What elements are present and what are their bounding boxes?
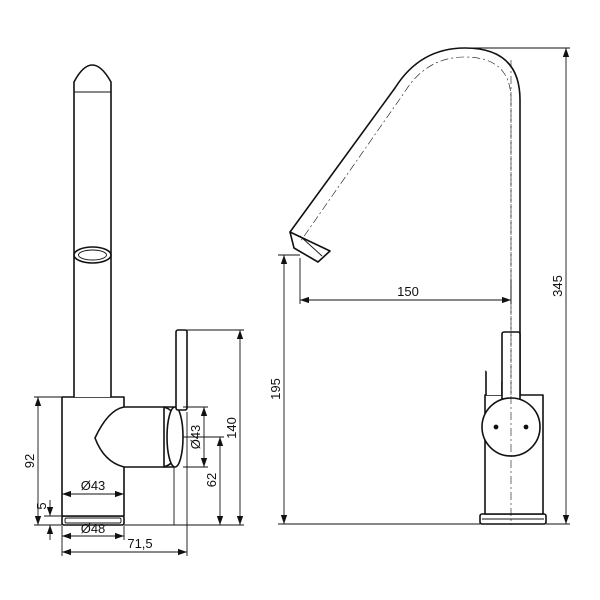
dim-140-label: 140	[224, 417, 239, 439]
dim-71-5-label: 71,5	[127, 536, 152, 551]
side-handle-dot-right	[523, 424, 529, 430]
front-handle-cylinder	[94, 406, 175, 468]
side-view	[289, 47, 547, 525]
side-spout-tip-line	[299, 235, 323, 257]
dim-150-label: 150	[397, 284, 419, 299]
dim-48-label: Ø48	[81, 521, 106, 536]
front-aerator-inner	[78, 249, 107, 261]
front-spout-tube	[73, 64, 112, 398]
front-aerator	[73, 246, 112, 264]
dim-5-label: 5	[34, 502, 49, 509]
side-dimensions: 195 150 345	[268, 47, 570, 525]
dim-body-43-label: Ø43	[81, 478, 106, 493]
dim-62-label: 62	[204, 473, 219, 487]
front-dimensions: 92 5 Ø43 Ø48 71,5 Ø43 62 140	[22, 329, 244, 556]
dim-345-label: 345	[550, 275, 565, 297]
front-handle-cap	[166, 406, 184, 468]
front-lever	[175, 329, 188, 411]
dim-195-label: 195	[268, 378, 283, 400]
side-spout-outer	[289, 47, 521, 396]
side-spout-centerline	[299, 56, 512, 395]
side-handle-dot-left	[493, 424, 499, 430]
front-view	[61, 64, 188, 526]
front-base-ring	[64, 517, 122, 524]
dim-92-label: 92	[22, 454, 37, 468]
